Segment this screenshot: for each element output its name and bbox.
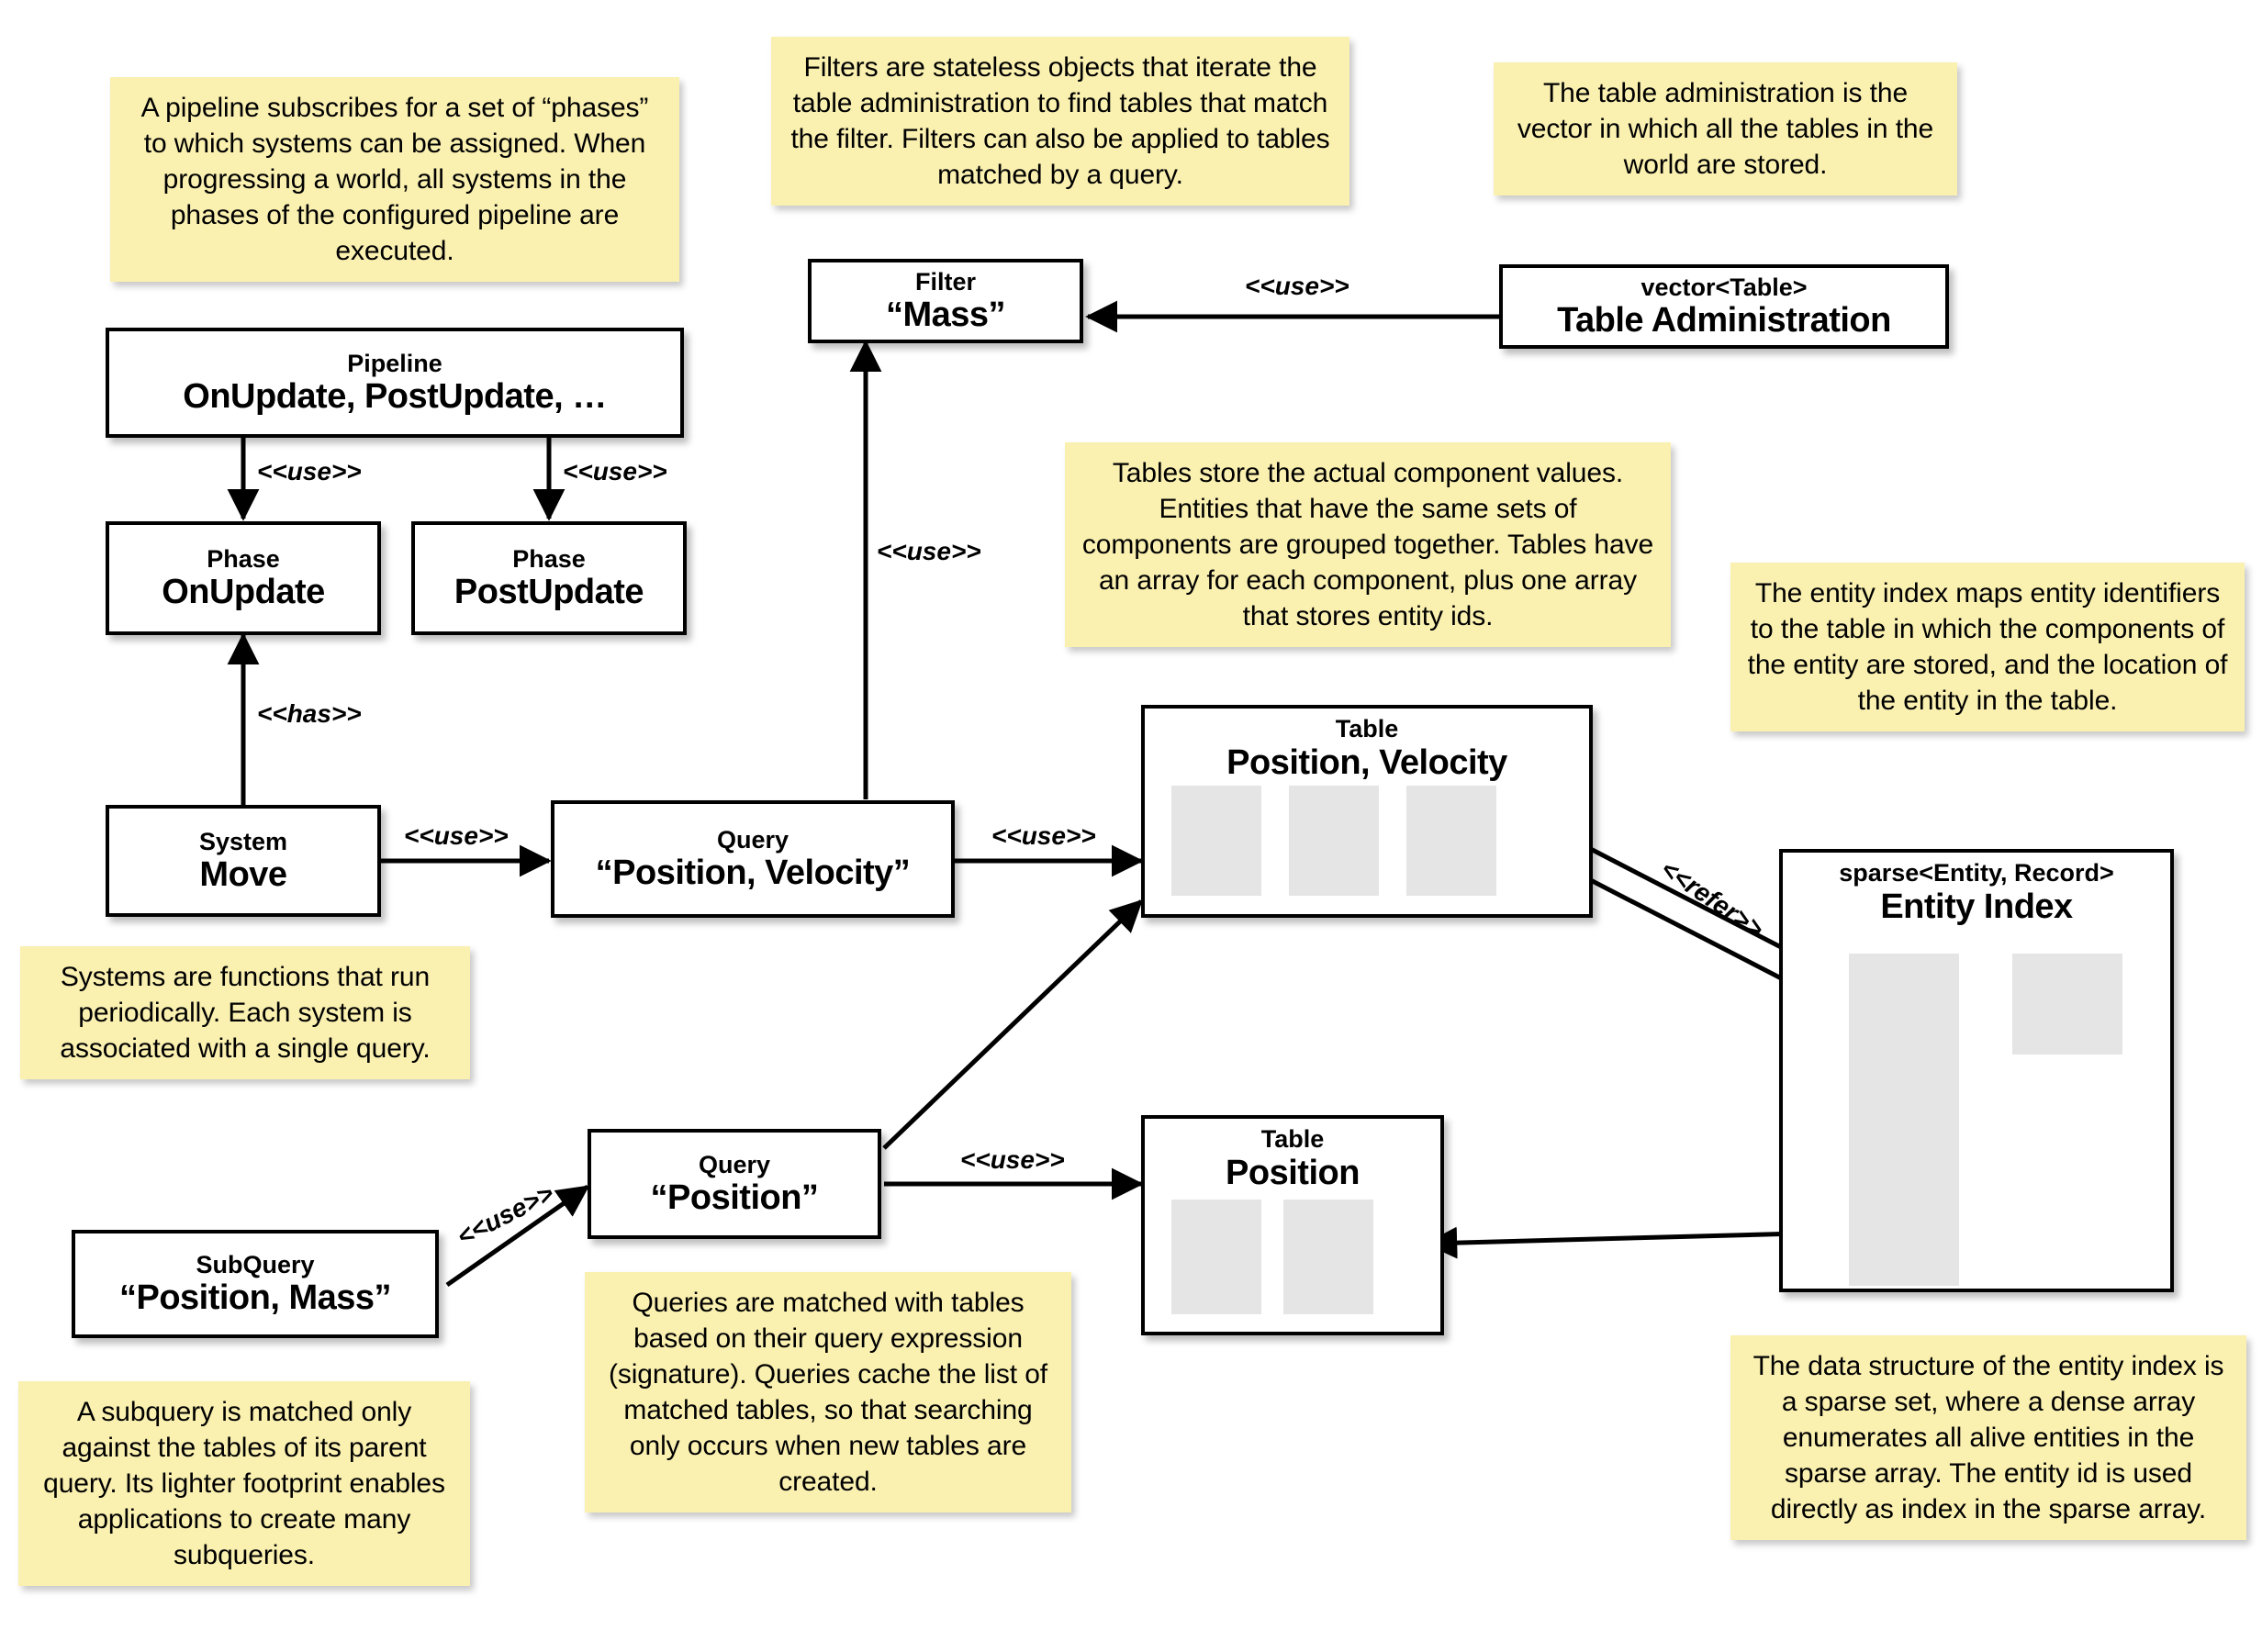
edge-label-pipeline-phase-onupdate: <<use>>: [257, 457, 362, 486]
node-subquery-name: “Position, Mass”: [118, 1278, 392, 1317]
node-entity-index-stereotype: sparse<Entity, Record>: [1839, 859, 2114, 887]
edge-label-subquery-query: <<use>>: [452, 1178, 559, 1252]
entity-index-header: sparse<Entity, Record> Entity Index: [1783, 853, 2170, 927]
note-sparse-set: The data structure of the entity index i…: [1730, 1335, 2246, 1540]
table-pv-column: [1171, 786, 1261, 896]
note-subquery: A subquery is matched only against the t…: [18, 1381, 470, 1586]
node-phase-postupdate[interactable]: Phase PostUpdate: [411, 521, 687, 635]
edge-label-query-p-table: <<use>>: [960, 1145, 1065, 1174]
table-p-columns: [1171, 1200, 1419, 1314]
node-table-pv-stereotype: Table: [1335, 715, 1399, 742]
edge-label-system-query: <<use>>: [404, 821, 509, 850]
node-pipeline-name: OnUpdate, PostUpdate, …: [183, 376, 607, 416]
node-table-administration[interactable]: vector<Table> Table Administration: [1499, 264, 1949, 349]
table-pv-columns: [1171, 786, 1566, 896]
edge-label-admin-filter: <<use>>: [1245, 272, 1349, 300]
node-table-position-velocity[interactable]: Table Position, Velocity: [1141, 705, 1593, 918]
edge-label-query-filter: <<use>>: [877, 537, 981, 565]
node-system-move[interactable]: System Move: [106, 805, 381, 917]
node-table-p-name: Position: [1226, 1153, 1360, 1192]
edge-label-query-pv-table: <<use>>: [991, 821, 1096, 850]
node-table-admin-stereotype: vector<Table>: [1641, 273, 1808, 301]
node-filter-mass[interactable]: Filter “Mass”: [808, 259, 1083, 343]
node-table-admin-name: Table Administration: [1557, 300, 1891, 340]
table-pv-column: [1406, 786, 1496, 896]
edge-label-pipeline-phase-postupdate: <<use>>: [563, 457, 667, 486]
table-pv-header: Table Position, Velocity: [1145, 709, 1589, 783]
node-table-position[interactable]: Table Position: [1141, 1115, 1444, 1335]
note-pipeline: A pipeline subscribes for a set of “phas…: [110, 77, 679, 282]
node-phase-postupdate-stereotype: Phase: [512, 544, 586, 573]
note-systems: Systems are functions that run periodica…: [20, 946, 470, 1079]
node-table-p-stereotype: Table: [1260, 1125, 1325, 1153]
node-query-p-stereotype: Query: [698, 1150, 771, 1178]
node-system-move-stereotype: System: [198, 827, 288, 855]
node-phase-onupdate-name: OnUpdate: [162, 572, 325, 611]
node-phase-postupdate-name: PostUpdate: [454, 572, 644, 611]
node-subquery-position-mass[interactable]: SubQuery “Position, Mass”: [72, 1230, 439, 1338]
entity-index-dense-array: [2012, 954, 2122, 1055]
edge-label-system-phase-has: <<has>>: [257, 699, 362, 728]
note-queries: Queries are matched with tables based on…: [585, 1272, 1071, 1512]
note-table-admin: The table administration is the vector i…: [1494, 62, 1957, 195]
edge-query-p-table-pv: [882, 899, 1144, 1150]
node-query-p-name: “Position”: [650, 1178, 819, 1217]
node-entity-index-name: Entity Index: [1880, 887, 2073, 926]
node-query-pv-stereotype: Query: [716, 825, 789, 854]
node-filter-mass-stereotype: Filter: [914, 267, 976, 296]
node-query-pv-name: “Position, Velocity”: [595, 853, 911, 892]
table-pv-column: [1289, 786, 1379, 896]
node-pipeline[interactable]: Pipeline OnUpdate, PostUpdate, …: [106, 328, 684, 438]
table-p-column: [1283, 1200, 1373, 1314]
edge-label-index-table-refer: <<refer>>: [1655, 854, 1769, 943]
node-phase-onupdate-stereotype: Phase: [207, 544, 280, 573]
table-p-header: Table Position: [1145, 1119, 1440, 1193]
node-filter-mass-name: “Mass”: [885, 295, 1006, 334]
node-entity-index[interactable]: sparse<Entity, Record> Entity Index: [1779, 849, 2174, 1292]
node-system-move-name: Move: [199, 854, 287, 894]
node-table-pv-name: Position, Velocity: [1226, 742, 1507, 782]
node-phase-onupdate[interactable]: Phase OnUpdate: [106, 521, 381, 635]
node-query-position-velocity[interactable]: Query “Position, Velocity”: [551, 800, 955, 918]
note-tables: Tables store the actual component values…: [1065, 442, 1671, 647]
entity-index-sparse-array: [1849, 954, 1959, 1286]
note-entity-index: The entity index maps entity identifiers…: [1730, 563, 2245, 731]
node-query-position[interactable]: Query “Position”: [588, 1129, 881, 1239]
node-subquery-stereotype: SubQuery: [196, 1250, 315, 1278]
note-filter: Filters are stateless objects that itera…: [771, 37, 1349, 206]
node-pipeline-stereotype: Pipeline: [347, 349, 442, 377]
table-p-column: [1171, 1200, 1261, 1314]
